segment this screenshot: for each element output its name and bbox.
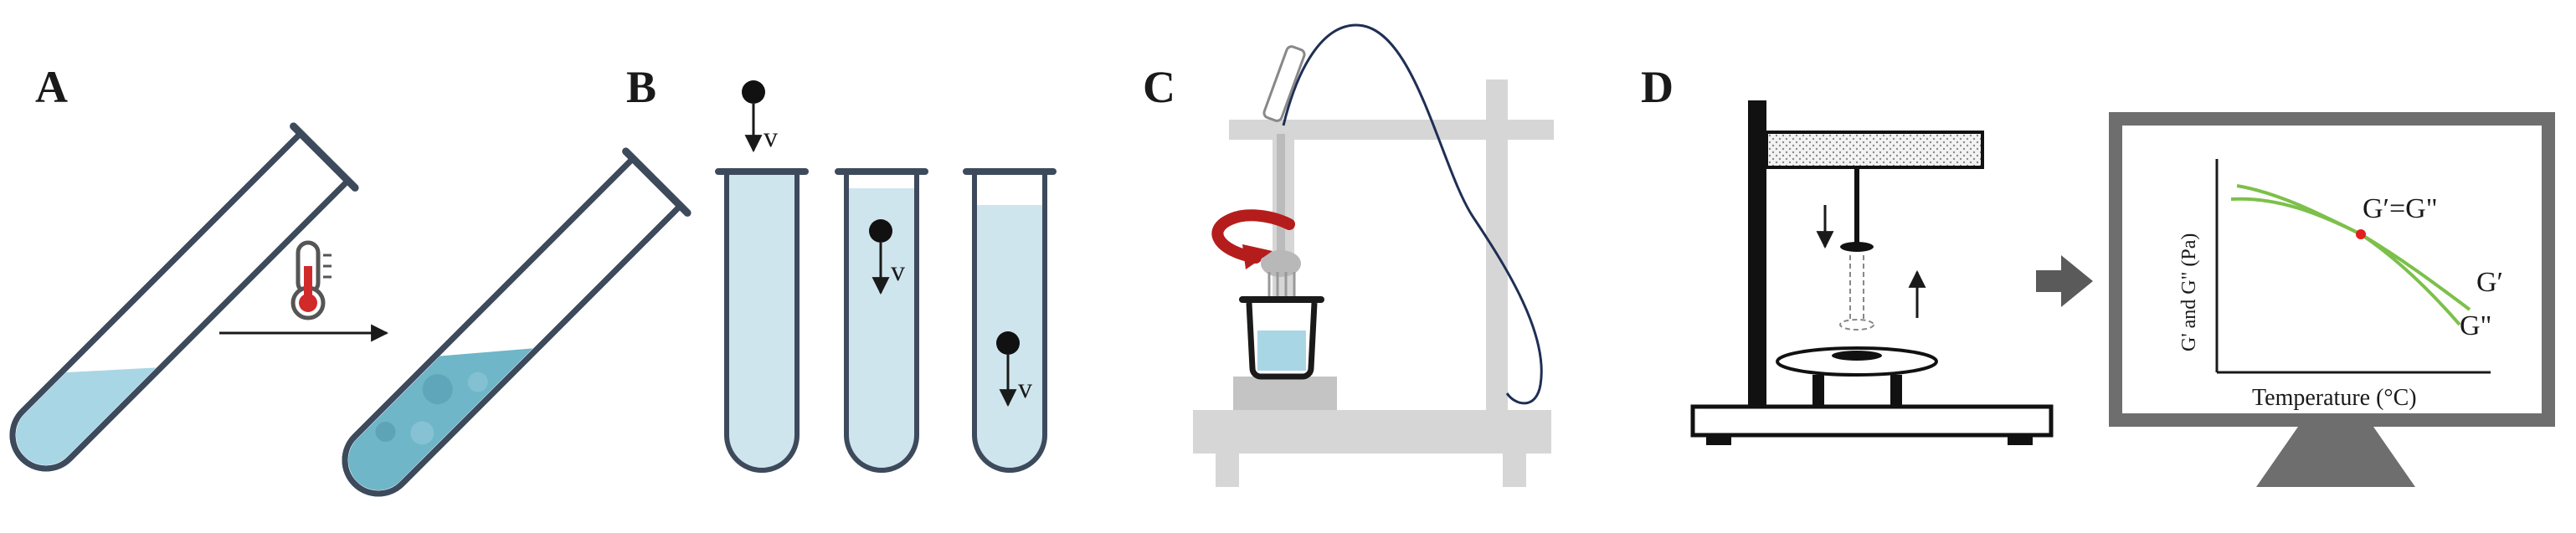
probe-holder	[1262, 45, 1306, 122]
rheometer	[1690, 100, 2054, 445]
liquid	[16, 367, 157, 465]
panel-b: B v v v	[626, 62, 1057, 473]
monitor	[2109, 112, 2555, 487]
panel-a: A	[9, 62, 692, 497]
test-tube-3: v	[963, 168, 1057, 473]
velocity-label: v	[1018, 373, 1032, 404]
x-axis-label: Temperature (°C)	[2252, 385, 2417, 411]
panel-b-label: B	[626, 62, 656, 112]
ball	[869, 219, 892, 243]
crossover-point	[2356, 229, 2366, 239]
panel-c: C	[1143, 23, 1554, 487]
stirrer-head	[1261, 250, 1301, 277]
test-tube-liquid	[9, 122, 359, 472]
crossover-label: G′=G"	[2363, 193, 2438, 224]
rotation-arrow-icon	[1211, 209, 1295, 264]
lab-jack	[1233, 377, 1337, 410]
stand-base	[1193, 410, 1551, 487]
g-prime-label: G′	[2476, 267, 2503, 298]
panel-d: D	[1641, 62, 2555, 487]
ball	[742, 80, 765, 104]
panel-d-label: D	[1641, 62, 1674, 112]
velocity-label: v	[764, 122, 778, 153]
beaker	[1239, 296, 1324, 380]
ball	[996, 331, 1020, 355]
velocity-label: v	[891, 256, 905, 287]
panel-c-label: C	[1143, 62, 1175, 112]
test-tube-2: v	[835, 168, 928, 473]
test-tube-1	[715, 168, 809, 473]
rheology-plot: G' and G" (Pa) Temperature (°C) G′=G" G′…	[2178, 159, 2503, 411]
panel-a-label: A	[35, 62, 68, 112]
thermometer-icon	[291, 240, 332, 320]
test-tube-gel	[342, 147, 692, 497]
cable	[1282, 23, 1543, 405]
flow-arrow	[2036, 255, 2093, 307]
g-double-prime-label: G"	[2460, 310, 2491, 341]
y-axis-label: G' and G" (Pa)	[2178, 233, 2200, 351]
